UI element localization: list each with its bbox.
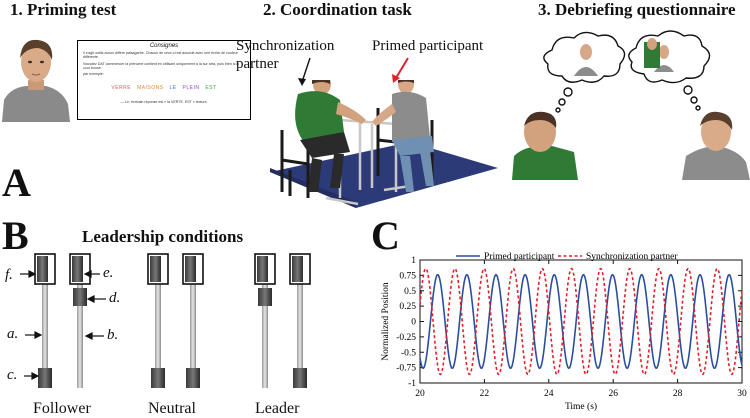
x-tick-label: 22	[480, 389, 490, 399]
arrow-black-icon	[298, 78, 306, 86]
leadership-apparatus-diagram	[20, 253, 311, 388]
priming-document-line: Il s'agit outils avons différe paisagarb…	[83, 51, 238, 60]
series-line-primed	[419, 273, 743, 370]
priming-document-footer: — Le, écrivain réponse est « la VERTE. E…	[120, 99, 208, 104]
arrow-red-icon	[392, 74, 400, 83]
component-arrows	[20, 270, 106, 380]
y-tick-label: 1	[411, 256, 416, 266]
y-axis-label: Normalized Position	[381, 282, 391, 361]
component-label-f: f.	[5, 267, 13, 283]
component-label-d: d.	[109, 290, 121, 306]
thought-figure-green	[644, 38, 660, 68]
priming-word: MAISONS	[137, 84, 164, 91]
series-line-partner	[419, 267, 743, 376]
component-label-e: e.	[103, 265, 114, 281]
coordination-task-scene	[270, 80, 498, 208]
legend-label-primed: Primed participant	[484, 252, 555, 262]
debrief-head-green-shirt	[512, 111, 578, 180]
y-tick-label: -0.25	[396, 333, 416, 343]
neutral-apparatus	[147, 253, 204, 388]
primed-participant-figure	[372, 80, 434, 192]
x-tick-label: 28	[673, 389, 683, 399]
priming-avatar-figure	[2, 39, 70, 122]
leader-apparatus	[254, 253, 311, 388]
condition-label-neutral: Neutral	[148, 400, 196, 417]
primed-participant-label: Primed participant	[372, 38, 484, 54]
condition-label-follower: Follower	[33, 400, 91, 417]
priming-word-list: VERRE MAISONS LE PLEIN EST	[78, 85, 250, 91]
y-tick-label: 0.25	[399, 302, 416, 312]
debriefing-scene	[512, 30, 750, 180]
panel-letter-b: B	[2, 213, 29, 258]
synchronization-partner-label-line2: partner	[236, 56, 279, 72]
pointer-arrows	[298, 57, 409, 86]
x-tick-label: 30	[737, 389, 747, 399]
component-label-a: a.	[7, 326, 19, 342]
panel-letter-c: C	[371, 213, 400, 258]
x-tick-label: 20	[415, 389, 425, 399]
panel-letter-a: A	[2, 160, 31, 205]
y-tick-label: -0.5	[401, 348, 416, 358]
priming-word: VERRE	[111, 84, 132, 91]
priming-document: Consignes Il s'agit outils avons différe…	[77, 40, 251, 120]
panel2-title: 2. Coordination task	[263, 0, 412, 19]
panel1-title: 1. Priming test	[10, 0, 117, 19]
component-label-b: b.	[107, 327, 119, 343]
component-label-c: c.	[7, 367, 18, 383]
priming-document-line: Vousdez DAT commencer la prénome contien…	[83, 61, 239, 70]
condition-label-leader: Leader	[255, 400, 300, 417]
thought-figure-grey	[574, 44, 598, 76]
priming-word: PLEIN	[182, 84, 200, 91]
follower-apparatus	[34, 253, 91, 388]
y-tick-label: 0.5	[404, 287, 416, 297]
legend-label-partner: Synchronization partner	[586, 252, 678, 262]
priming-document-line: par exemple:	[83, 72, 104, 77]
position-timeseries-chart: 1 0.75 0.5 0.25 0 -0.25 -0.5 -0.75 -120 22 24 26 28 3…	[381, 252, 747, 412]
leadership-conditions-title: Leadership conditions	[82, 227, 244, 246]
x-tick-label: 24	[544, 389, 554, 399]
y-tick-label: 0.75	[399, 271, 416, 281]
priming-document-title: Consignes	[149, 43, 179, 49]
priming-word: LE	[169, 84, 177, 91]
x-axis-label: Time (s)	[565, 401, 597, 412]
synchronization-partner-label-line1: Synchronization	[236, 38, 335, 54]
y-tick-label: -1	[408, 379, 416, 389]
y-tick-label: 0	[411, 318, 416, 328]
debrief-head-grey-shirt	[682, 111, 750, 180]
priming-word: EST	[205, 84, 217, 91]
synchronization-partner-figure	[295, 80, 366, 192]
x-tick-label: 26	[608, 389, 618, 399]
y-tick-label: -0.75	[396, 364, 416, 374]
panel3-title: 3. Debriefing questionnaire	[538, 0, 736, 19]
